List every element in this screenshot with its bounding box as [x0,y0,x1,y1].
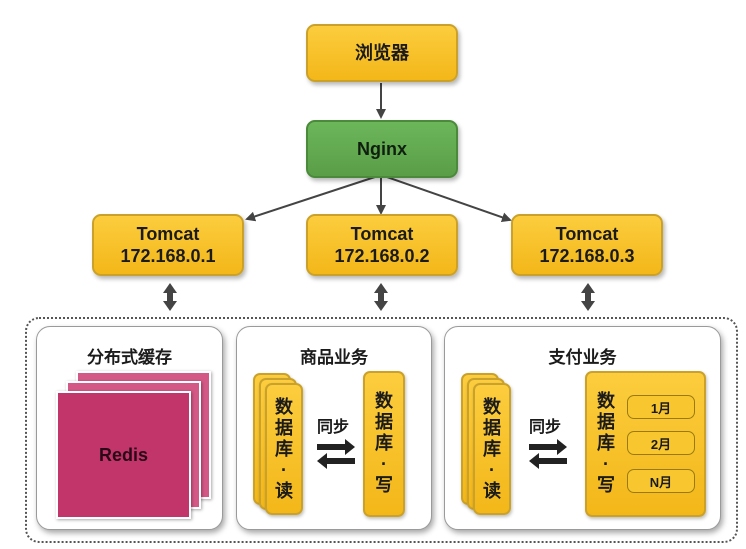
double-arrow-1 [163,283,177,311]
sync-label: 同步 [317,419,350,436]
double-arrow-2 [374,283,388,311]
write-db-node [363,371,405,517]
partition-2: 2月 [627,431,695,455]
tomcat-name: Tomcat [350,224,414,244]
tomcat-node-2: Tomcat 172.168.0.2 [306,214,458,276]
read-db-label: 数据库·读 [483,397,501,501]
tomcat-node-3: Tomcat 172.168.0.3 [511,214,663,276]
nginx-node: Nginx [306,120,458,178]
read-db-label: 数据库·读 [275,397,293,501]
double-arrow-3 [581,283,595,311]
sync-arrows [317,439,355,469]
cache-panel-title: 分布式缓存 [87,348,172,367]
tomcat-ip: 172.168.0.3 [539,246,635,266]
partition-n: N月 [627,469,695,493]
write-db-label: 数据库·写 [375,391,393,495]
redis-node: Redis [56,391,191,519]
product-panel-title: 商品业务 [300,348,368,367]
arrow-nginx-tomcat-3 [380,174,512,223]
redis-label: Redis [98,444,149,465]
sync-arrows [529,439,567,469]
write-db-label: 数据库·写 [597,391,615,495]
read-db-node [473,383,511,515]
payment-panel-title: 支付业务 [548,348,617,367]
product-panel: 商品业务 数据库·读 同步 数据库·写 [236,326,432,530]
partition-1: 1月 [627,395,695,419]
tomcat-node-1: Tomcat 172.168.0.1 [92,214,244,276]
backend-cluster-boundary [25,317,738,543]
tomcat-ip: 172.168.0.1 [120,246,216,266]
tomcat-name: Tomcat [555,224,619,244]
tomcat-name: Tomcat [136,224,200,244]
tomcat-ip: 172.168.0.2 [334,246,430,266]
payment-panel: 支付业务 数据库·读 同步 数据库·写 1月 2月 N月 [444,326,721,530]
nginx-label: Nginx [356,139,407,159]
browser-node: 浏览器 [306,24,458,82]
browser-label: 浏览器 [355,43,409,63]
arrow-nginx-tomcat-1 [245,174,382,222]
read-db-node [265,383,303,515]
cache-panel: 分布式缓存 Redis [36,326,223,530]
sync-label: 同步 [529,419,562,436]
